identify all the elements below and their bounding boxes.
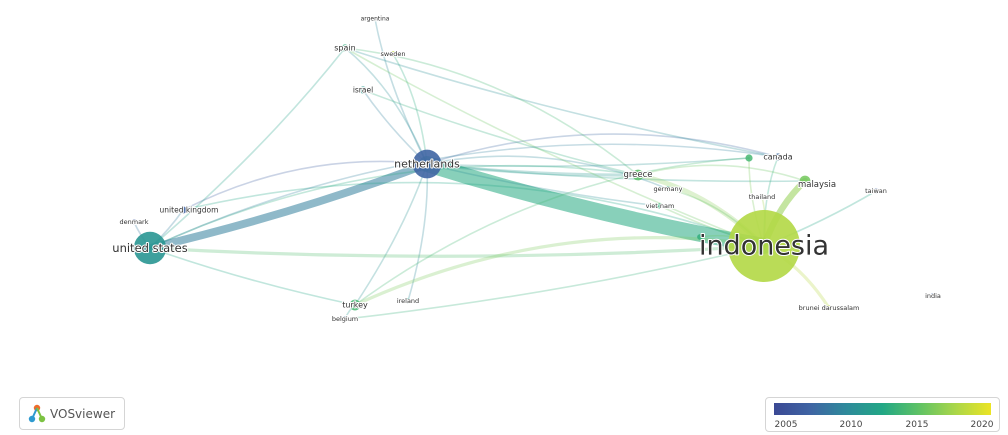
link-indonesia-turkey[interactable]	[353, 236, 766, 307]
legend-tick-2015: 2015	[905, 420, 929, 430]
label-sweden[interactable]: sweden	[380, 49, 407, 59]
labels-layer: indonesia netherlands united states greece m…	[111, 15, 942, 325]
link-united-states-greece[interactable]	[149, 164, 639, 249]
node-spain[interactable]	[341, 44, 349, 52]
link-netherlands-indonesia[interactable]	[419, 156, 772, 254]
link-spain-canada[interactable]	[344, 47, 779, 158]
label-taiwan[interactable]: taiwan	[864, 186, 888, 196]
node-greece[interactable]	[632, 169, 644, 181]
node-unlabeled-1[interactable]	[745, 154, 753, 162]
label-brunei[interactable]: brunei darussalam	[798, 303, 861, 313]
link-israel-greece[interactable]	[362, 89, 639, 176]
link-united-states-turkey[interactable]	[149, 247, 356, 306]
nodes-layer	[131, 16, 936, 322]
link-netherlands-united-kingdom[interactable]	[182, 160, 428, 211]
label-belgium[interactable]: belgium	[331, 314, 359, 324]
node-canada[interactable]	[774, 153, 782, 161]
node-denmark[interactable]	[131, 219, 137, 225]
link-indonesia-united-kingdom[interactable]	[182, 181, 765, 247]
node-viet-nam[interactable]	[657, 203, 663, 209]
link-indonesia-spain[interactable]	[344, 47, 765, 247]
label-greece[interactable]: greece	[622, 169, 653, 181]
link-netherlands-malaysia[interactable]	[426, 163, 806, 183]
label-malaysia[interactable]: malaysia	[797, 179, 837, 191]
node-unlabeled-2[interactable]	[697, 234, 703, 240]
link-united-states-spain[interactable]	[149, 47, 346, 249]
node-argentina[interactable]	[372, 16, 378, 22]
label-netherlands[interactable]: netherlands	[393, 157, 461, 172]
link-netherlands-united-states[interactable]	[146, 160, 431, 252]
link-netherlands-argentina[interactable]	[374, 18, 428, 165]
node-turkey[interactable]	[349, 299, 361, 311]
link-turkey-unlabeled-1[interactable]	[354, 157, 750, 306]
node-brunei[interactable]	[826, 305, 832, 311]
label-germany[interactable]: germany	[653, 184, 684, 194]
year-color-legend: 2005 2010 2015 2020	[765, 397, 1000, 432]
link-netherlands-viet-nam[interactable]	[426, 163, 661, 207]
label-canada[interactable]: canada	[762, 152, 793, 163]
node-malaysia[interactable]	[799, 175, 811, 187]
link-netherlands-canada[interactable]	[426, 133, 779, 165]
link-netherlands-turkey[interactable]	[354, 163, 428, 306]
node-israel[interactable]	[359, 86, 367, 94]
label-united-kingdom[interactable]: united kingdom	[159, 205, 220, 216]
label-turkey[interactable]: turkey	[341, 300, 369, 311]
label-united-states[interactable]: united states	[111, 240, 188, 256]
legend-gradient-bar	[774, 403, 991, 415]
legend-tick-2005: 2005	[774, 420, 798, 430]
node-india[interactable]	[930, 293, 936, 299]
legend-tick-2020: 2020	[970, 420, 994, 430]
label-india[interactable]: india	[924, 291, 942, 301]
label-denmark[interactable]: denmark	[119, 217, 150, 227]
label-argentina[interactable]: argentina	[360, 15, 391, 24]
link-indonesia-united-states[interactable]	[148, 244, 766, 258]
link-netherlands-unlabeled-1[interactable]	[426, 157, 750, 168]
label-spain[interactable]: spain	[333, 43, 356, 54]
label-indonesia[interactable]: indonesia	[698, 230, 830, 263]
vosviewer-logo-text: VOSviewer	[50, 406, 116, 421]
link-united-states-canada[interactable]	[149, 143, 779, 249]
link-spain-greece[interactable]	[344, 47, 639, 176]
link-indonesia-belgium[interactable]	[344, 245, 765, 320]
node-germany[interactable]	[665, 186, 671, 192]
label-viet-nam[interactable]: viet nam	[645, 201, 676, 211]
node-sweden[interactable]	[390, 51, 396, 57]
vosviewer-logo[interactable]: VOSviewer	[19, 397, 125, 430]
link-netherlands-israel[interactable]	[362, 89, 428, 165]
links-layer	[133, 18, 877, 320]
node-ireland[interactable]	[405, 298, 411, 304]
node-taiwan[interactable]	[873, 188, 879, 194]
label-thailand[interactable]: thailand	[748, 192, 777, 202]
node-indonesia[interactable]	[728, 210, 800, 282]
node-united-states[interactable]	[133, 231, 167, 265]
node-belgium[interactable]	[342, 316, 348, 322]
label-israel[interactable]: israel	[352, 85, 374, 96]
node-netherlands[interactable]	[412, 149, 442, 179]
legend-tick-2010: 2010	[839, 420, 863, 430]
link-netherlands-spain[interactable]	[344, 47, 428, 165]
link-netherlands-greece[interactable]	[425, 162, 640, 177]
vosviewer-logo-icon	[28, 404, 46, 422]
label-ireland[interactable]: ireland	[396, 296, 420, 306]
node-thailand[interactable]	[759, 194, 765, 200]
link-greece-malaysia[interactable]	[637, 164, 806, 182]
node-united-kingdom[interactable]	[179, 206, 187, 214]
